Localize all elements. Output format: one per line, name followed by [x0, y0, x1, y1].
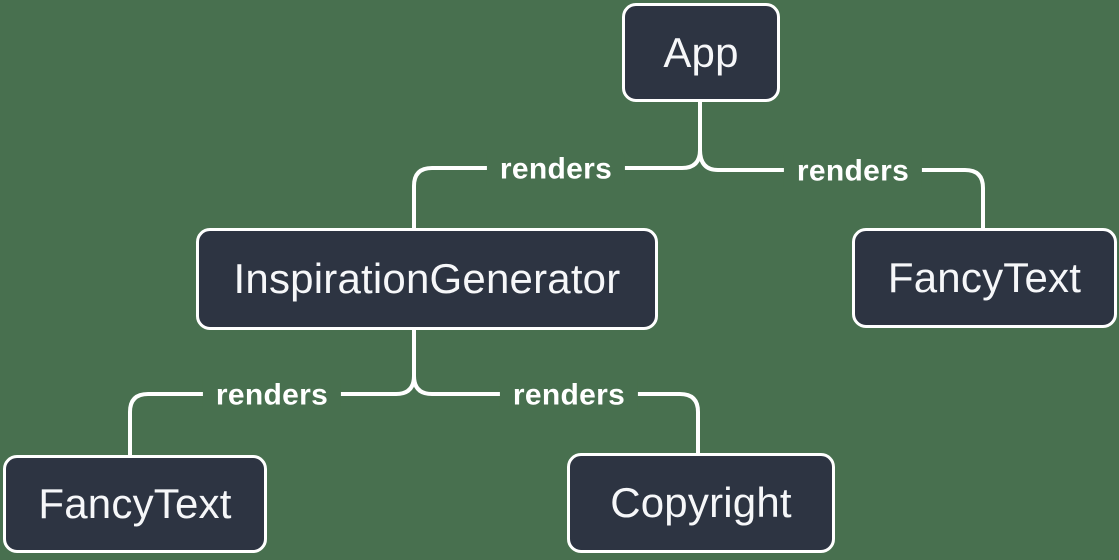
edge-label-inspirationgenerator-copyright: renders — [499, 378, 639, 412]
node-fancy-text-bottom-left: FancyText — [3, 455, 267, 553]
node-app-label: App — [663, 28, 739, 76]
node-copyright-label: Copyright — [610, 479, 792, 526]
node-copyright: Copyright — [567, 453, 835, 553]
edge-label-app-inspirationgenerator: renders — [486, 152, 626, 186]
edge-app-to-inspirationgenerator — [412, 148, 702, 230]
node-fancy-text-top-right-label: FancyText — [887, 254, 1082, 301]
edge-inspirationgenerator-to-copyright — [412, 374, 700, 455]
edge-inspirationgenerator-to-fancytext — [128, 374, 416, 457]
node-inspiration-generator: InspirationGenerator — [196, 228, 658, 330]
node-fancy-text-bottom-left-label: FancyText — [38, 480, 232, 527]
node-fancy-text-top-right: FancyText — [852, 228, 1117, 328]
edge-app-to-fancytext — [698, 148, 985, 230]
edge-label-app-fancytext: renders — [783, 154, 923, 188]
edge-label-inspirationgenerator-fancytext: renders — [202, 378, 342, 412]
node-inspiration-generator-label: InspirationGenerator — [233, 255, 621, 302]
node-app: App — [622, 3, 780, 102]
